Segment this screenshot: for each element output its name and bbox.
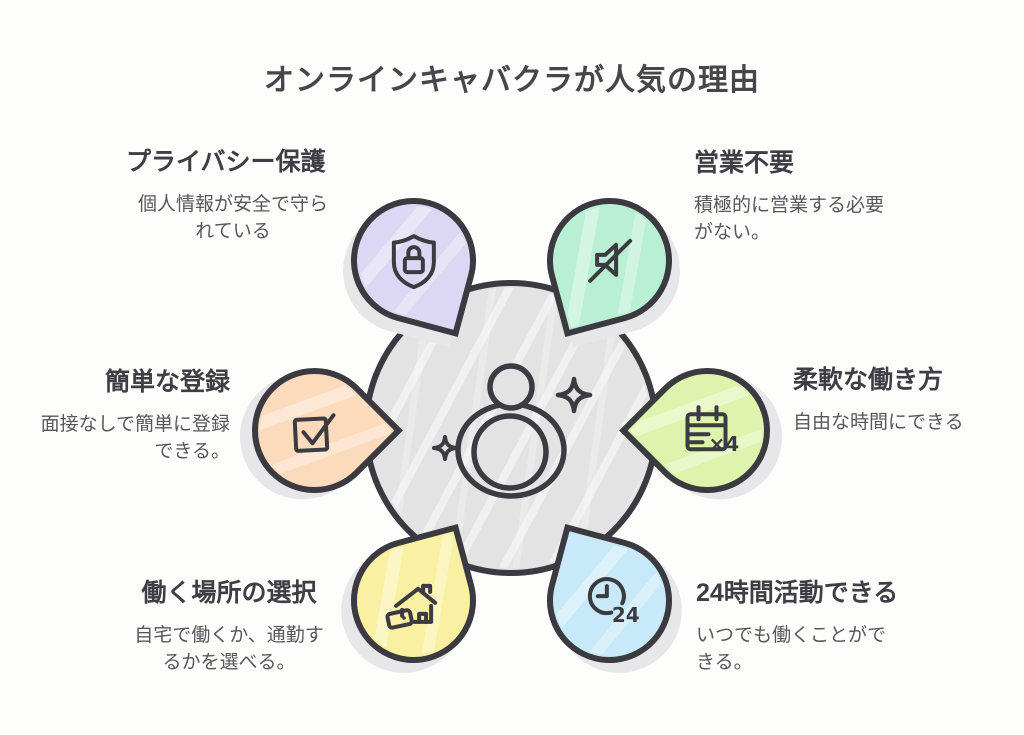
info-24-hours-desc: いつでも働くことがで きる。 [696, 625, 887, 673]
info-flexible-work-desc: 自由な時間にできる [793, 412, 964, 433]
info-24-hours-title: 24時間活動できる [696, 579, 899, 607]
info-privacy: プライバシー保護 個人情報が安全で守ら れている [126, 147, 340, 245]
info-work-location-title: 働く場所の選択 [141, 579, 317, 607]
info-work-location: 働く場所の選択 自宅で働くか、通勤す るかを選べる。 [128, 578, 330, 676]
svg-text:24: 24 [612, 603, 640, 627]
petal-work-location [336, 523, 491, 678]
info-flexible-work-title: 柔軟な働き方 [793, 366, 944, 394]
shield-lock-icon [378, 225, 450, 297]
petal-easy-registration [226, 342, 403, 519]
info-no-sales-desc: 積極的に営業する必要 がない。 [694, 195, 885, 243]
home-laptop-icon [378, 565, 450, 637]
info-easy-registration-desc: 面接なしで簡単に登録 できる。 [40, 414, 230, 462]
petal-24-hours: 24 [532, 523, 687, 678]
info-no-sales: 営業不要 積極的に営業する必要 がない。 [694, 148, 910, 246]
info-easy-registration: 簡単な登録 面接なしで簡単に登録 できる。 [30, 367, 230, 465]
info-privacy-desc: 個人情報が安全で守ら れている [137, 194, 328, 242]
clock-24-icon: 24 [574, 565, 646, 637]
info-flexible-work: 柔軟な働き方 自由な時間にできる [793, 365, 1013, 437]
petal-flexible-work: ×4 [619, 342, 796, 519]
info-work-location-desc: 自宅で働くか、通勤す るかを選べる。 [134, 625, 324, 673]
svg-text:×4: ×4 [709, 432, 740, 456]
info-no-sales-title: 営業不要 [694, 149, 795, 177]
checkbox-check-icon [279, 395, 351, 467]
sparkling-person-icon [421, 348, 601, 508]
petal-privacy [336, 183, 491, 338]
info-easy-registration-title: 簡単な登録 [104, 368, 230, 396]
page-title: オンラインキャバクラが人気の理由 [264, 64, 760, 97]
info-24-hours: 24時間活動できる いつでも働くことがで きる。 [696, 578, 912, 676]
muted-speaker-icon [574, 225, 646, 297]
center-circle [363, 280, 659, 576]
calendar-x4-icon: ×4 [672, 395, 744, 467]
info-privacy-title: プライバシー保護 [126, 148, 326, 176]
petal-no-sales [532, 183, 687, 338]
